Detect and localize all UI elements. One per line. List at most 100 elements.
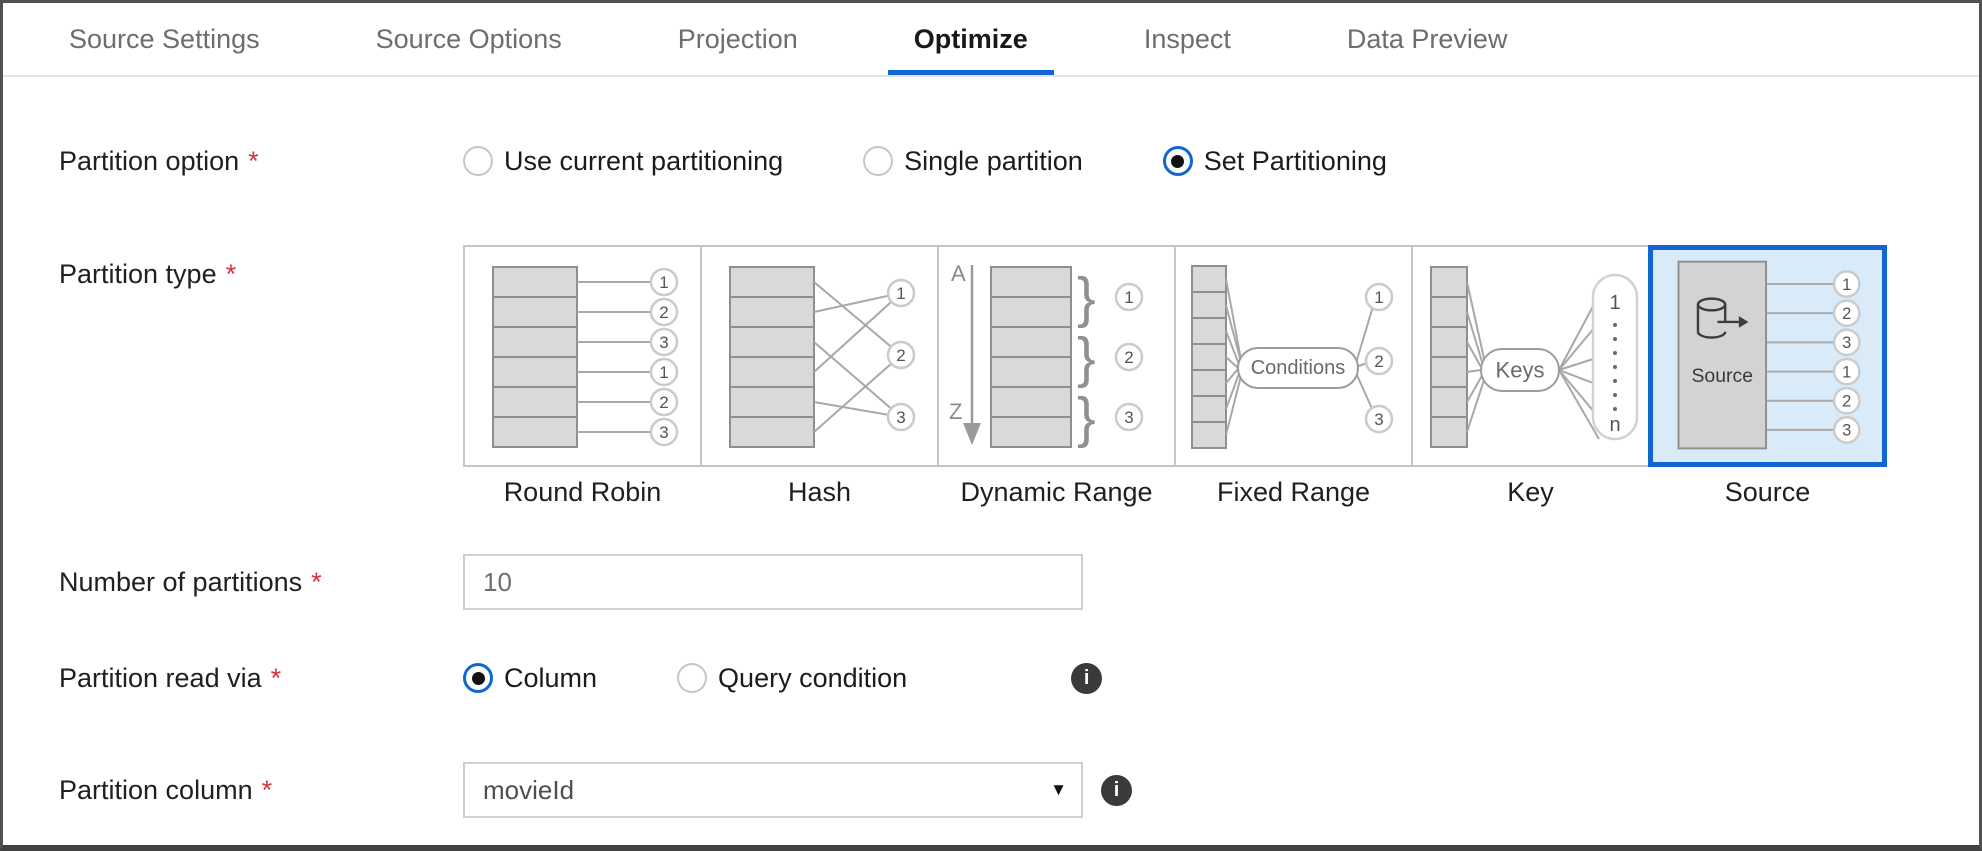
svg-text:3: 3	[1842, 333, 1851, 352]
radio-set-partitioning[interactable]: Set Partitioning	[1162, 146, 1387, 177]
number-of-partitions-input[interactable]	[463, 554, 1083, 610]
svg-text:}: }	[1077, 266, 1096, 329]
svg-text:3: 3	[659, 423, 668, 442]
radio-single-partition[interactable]: Single partition	[863, 146, 1083, 177]
number-of-partitions-label: Number of partitions*	[59, 567, 463, 598]
chevron-down-icon: ▼	[1050, 780, 1067, 799]
tile-caption: Round Robin	[503, 477, 662, 507]
svg-text:1: 1	[896, 284, 905, 303]
partition-read-via-row: Partition read via * Column Query conditi…	[3, 660, 1979, 696]
radio-circle-icon	[463, 146, 493, 176]
svg-text:1: 1	[1609, 292, 1620, 314]
svg-text:1: 1	[659, 363, 668, 382]
svg-text:}: }	[1077, 386, 1096, 449]
required-asterisk: *	[225, 259, 237, 289]
partition-option-row: Partition option * Use current partitioni…	[3, 143, 1979, 179]
tile-key: Keys 1 n Key	[1411, 245, 1650, 508]
svg-text:2: 2	[1374, 352, 1383, 371]
tab-bar: Source Settings Source Options Projectio…	[3, 3, 1979, 77]
field-label-text: Partition type	[59, 259, 217, 289]
tile-round-robin-button[interactable]: 1 2 3 1 2 3	[463, 245, 702, 467]
database-export-icon	[1696, 297, 1749, 339]
svg-text:2: 2	[1124, 348, 1133, 367]
field-label-text: Partition read via	[59, 662, 262, 693]
svg-text:2: 2	[659, 303, 668, 322]
fixed-range-diagram: Conditions 1 2 3	[1191, 265, 1394, 449]
svg-text:Conditions: Conditions	[1251, 357, 1346, 379]
svg-text:2: 2	[659, 393, 668, 412]
tab-source-options[interactable]: Source Options	[375, 23, 562, 54]
svg-text:A: A	[951, 261, 966, 286]
svg-text:1: 1	[1842, 275, 1851, 294]
tile-fixed-range: Conditions 1 2 3 Fixed Range	[1174, 245, 1413, 508]
tile-dynamic-range-button[interactable]: A Z } } } 1 2 3	[937, 245, 1176, 467]
svg-text:2: 2	[896, 346, 905, 365]
tab-projection[interactable]: Projection	[677, 23, 798, 54]
tile-round-robin: 1 2 3 1 2 3 Round Robin	[463, 245, 702, 508]
required-asterisk: *	[261, 774, 273, 805]
radio-label: Single partition	[904, 145, 1083, 176]
radio-circle-icon	[677, 663, 708, 693]
round-robin-diagram: 1 2 3 1 2 3	[492, 266, 679, 448]
svg-text:Source: Source	[1691, 365, 1753, 387]
required-asterisk: *	[248, 145, 259, 176]
tab-source-settings[interactable]: Source Settings	[69, 23, 260, 54]
svg-text:3: 3	[896, 408, 905, 427]
tile-source-button[interactable]: Source 1 2 3 1 2 3	[1648, 245, 1887, 467]
required-asterisk: *	[311, 566, 322, 597]
svg-text:1: 1	[1842, 362, 1851, 381]
partition-column-dropdown[interactable]: movieId ▼	[463, 762, 1083, 818]
tile-source: Source 1 2 3 1 2 3 Source	[1648, 245, 1887, 508]
svg-text:3: 3	[1124, 408, 1133, 427]
radio-circle-icon	[463, 663, 493, 693]
radio-circle-icon	[1162, 146, 1193, 176]
partition-type-label: Partition type *	[59, 245, 463, 290]
tile-caption: Key	[1507, 477, 1554, 507]
radio-query-condition[interactable]: Query condition	[677, 663, 907, 694]
tile-caption: Dynamic Range	[960, 477, 1153, 507]
radio-label: Column	[504, 662, 598, 693]
tile-dynamic-range: A Z } } } 1 2 3 Dynamic Range	[937, 245, 1176, 508]
svg-text:1: 1	[1374, 288, 1383, 307]
svg-text:3: 3	[659, 333, 668, 352]
radio-label: Use current partitioning	[504, 145, 784, 176]
tab-data-preview[interactable]: Data Preview	[1346, 23, 1508, 54]
key-diagram: Keys 1 n	[1430, 266, 1639, 448]
svg-text:3: 3	[1842, 421, 1851, 440]
radio-label: Query condition	[718, 662, 908, 693]
svg-text:1: 1	[659, 273, 668, 292]
svg-text:1: 1	[1124, 288, 1133, 307]
svg-text:n: n	[1609, 414, 1620, 436]
field-label-text: Partition option	[59, 145, 240, 176]
radio-circle-icon	[863, 146, 894, 176]
partition-column-label: Partition column *	[59, 775, 463, 806]
required-asterisk: *	[270, 662, 282, 693]
tab-inspect[interactable]: Inspect	[1143, 23, 1231, 54]
tile-caption: Source	[1724, 477, 1811, 507]
partition-option-label: Partition option *	[59, 146, 463, 177]
tab-optimize[interactable]: Optimize	[887, 3, 1054, 75]
tile-caption: Fixed Range	[1216, 477, 1371, 507]
radio-column[interactable]: Column	[463, 663, 597, 694]
svg-text:}: }	[1077, 326, 1096, 389]
tile-hash: 1 2 3 Hash	[700, 245, 939, 508]
svg-text:Keys: Keys	[1496, 358, 1545, 383]
source-diagram: Source 1 2 3 1 2 3	[1677, 260, 1861, 450]
partition-read-via-label: Partition read via *	[59, 663, 463, 694]
tile-fixed-range-button[interactable]: Conditions 1 2 3	[1174, 245, 1413, 467]
svg-text:2: 2	[1842, 304, 1851, 323]
svg-text:2: 2	[1842, 392, 1851, 411]
partition-column-row: Partition column * movieId ▼ i	[3, 762, 1979, 818]
svg-text:3: 3	[1374, 410, 1383, 429]
partition-type-row: Partition type * 1 2 3 1 2 3	[3, 245, 1979, 508]
info-icon[interactable]: i	[1101, 774, 1132, 806]
dynamic-range-diagram: A Z } } } 1 2 3	[949, 261, 1144, 449]
partition-type-tiles: 1 2 3 1 2 3 Round Robin	[463, 245, 1887, 508]
tile-hash-button[interactable]: 1 2 3	[700, 245, 939, 467]
tile-key-button[interactable]: Keys 1 n	[1411, 245, 1650, 467]
field-label-text: Partition column	[59, 774, 253, 805]
tile-caption: Hash	[787, 477, 852, 507]
radio-use-current-partitioning[interactable]: Use current partitioning	[463, 146, 783, 177]
info-icon[interactable]: i	[1071, 662, 1103, 694]
